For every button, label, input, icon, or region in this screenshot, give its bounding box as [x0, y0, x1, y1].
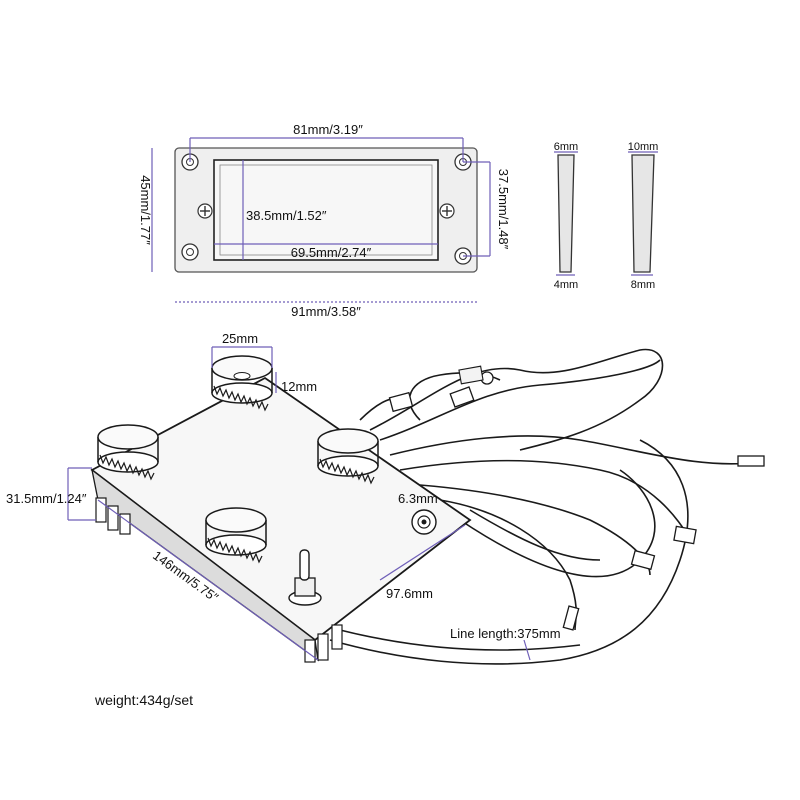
knob-tone-2	[205, 507, 267, 564]
pickup-dimension-lines	[151, 137, 491, 303]
mounting-hole-bottom-left	[181, 243, 199, 261]
knob-tone-1	[97, 424, 159, 481]
screw-right	[439, 203, 455, 219]
dim-label-97-6mm: 97.6mm	[386, 586, 433, 601]
toggle-switch	[288, 549, 322, 606]
dim-label-91mm: 91mm/3.58″	[291, 304, 361, 319]
dim-label-45mm: 45mm/1.77″	[138, 175, 153, 245]
knob-volume-2	[317, 428, 379, 485]
dim-label-31-5mm: 31.5mm/1.24″	[6, 491, 87, 506]
dim-label-81mm: 81mm/3.19″	[293, 122, 363, 137]
spacer-left	[554, 151, 578, 276]
spacer-right-top-label: 10mm	[628, 141, 659, 153]
dim-label-25mm: 25mm	[222, 331, 258, 346]
dim-label-12mm: 12mm	[281, 379, 317, 394]
spacer-right	[628, 151, 658, 276]
spacer-left-top-label: 6mm	[554, 141, 578, 153]
weight-label: weight:434g/set	[94, 692, 193, 708]
dim-label-38-5mm: 38.5mm/1.52″	[246, 208, 327, 223]
output-jack	[411, 509, 437, 535]
dim-label-6-3mm: 6.3mm	[398, 491, 438, 506]
dim-label-37-5mm: 37.5mm/1.48″	[496, 169, 511, 250]
spacer-right-bottom-label: 8mm	[631, 279, 655, 291]
spacer-left-bottom-label: 4mm	[554, 279, 578, 291]
dim-label-69-5mm: 69.5mm/2.74″	[291, 245, 372, 260]
screw-left	[197, 203, 213, 219]
harness-dimension-lines	[67, 346, 531, 661]
control-plate	[90, 376, 472, 663]
wire-connectors	[388, 365, 765, 631]
pickup-frame	[174, 147, 478, 273]
dim-label-line-length: Line length:375mm	[450, 626, 561, 641]
